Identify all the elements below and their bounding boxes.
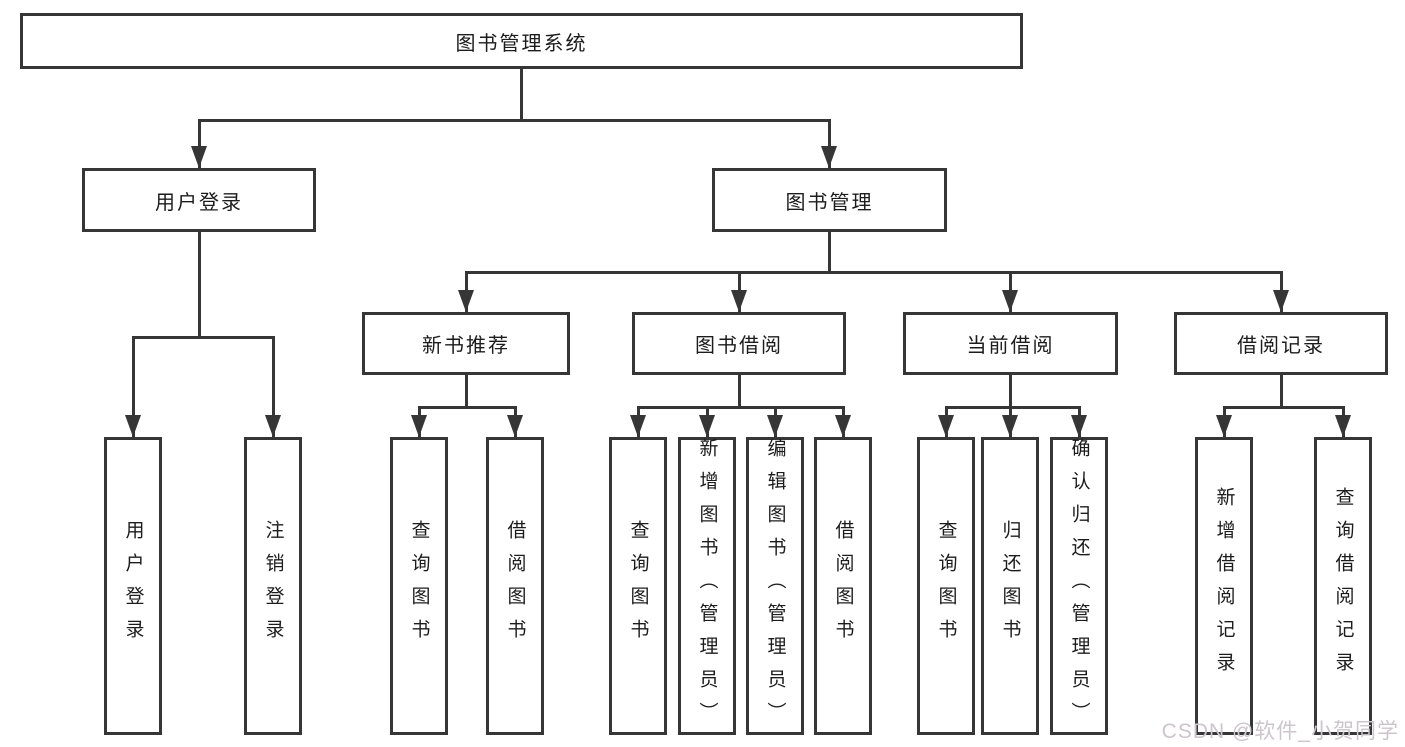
arrow-down-icon (1335, 415, 1351, 437)
leaf-label: 查询图书 (627, 520, 649, 652)
connector-line (132, 336, 135, 437)
leaf-borrow-book: 借阅图书 (814, 437, 872, 735)
leaf-label: 查询借阅记录 (1332, 487, 1354, 685)
connector-line (132, 336, 275, 339)
leaf-label: 借阅图书 (504, 520, 526, 652)
leaf-query-book-recommend: 查询图书 (390, 437, 448, 735)
connector-line (465, 271, 1282, 274)
connector-line (828, 232, 831, 273)
node-borrow-record: 借阅记录 (1174, 312, 1388, 375)
arrow-down-icon (731, 290, 747, 312)
arrow-down-icon (1071, 415, 1087, 437)
connector-line (1223, 406, 1345, 409)
leaf-label: 新增借阅记录 (1213, 487, 1235, 685)
connector-line (1009, 374, 1012, 407)
connector-line (520, 69, 523, 120)
arrow-down-icon (699, 415, 715, 437)
node-user-login-group: 用户登录 (82, 168, 316, 232)
node-book-borrow: 图书借阅 (632, 312, 846, 375)
connector-line (418, 406, 517, 409)
connector-line (272, 336, 275, 437)
leaf-label: 新增图书（管理员） (696, 437, 718, 735)
arrow-down-icon (630, 415, 646, 437)
node-root-library-system: 图书管理系统 (20, 13, 1023, 69)
arrow-down-icon (1273, 290, 1289, 312)
leaf-borrow-book-recommend: 借阅图书 (486, 437, 544, 735)
arrow-down-icon (411, 415, 427, 437)
arrow-down-icon (458, 290, 474, 312)
arrow-down-icon (1002, 415, 1018, 437)
connector-line (198, 232, 201, 336)
leaf-label: 确认归还（管理员） (1068, 437, 1090, 735)
node-current-borrow: 当前借阅 (903, 312, 1118, 375)
leaf-label: 注销登录 (262, 520, 284, 652)
leaf-query-book-current: 查询图书 (917, 437, 975, 735)
arrow-down-icon (938, 415, 954, 437)
arrow-down-icon (835, 415, 851, 437)
arrow-down-icon (265, 415, 281, 437)
leaf-label: 编辑图书（管理员） (764, 437, 786, 735)
leaf-return-book: 归还图书 (981, 437, 1039, 735)
leaf-add-borrow-record: 新增借阅记录 (1195, 437, 1253, 735)
arrow-down-icon (767, 415, 783, 437)
connector-line (198, 119, 831, 122)
leaf-user-login: 用户登录 (104, 437, 162, 735)
leaf-label: 查询图书 (408, 520, 430, 652)
arrow-down-icon (1216, 415, 1232, 437)
connector-line (828, 119, 831, 168)
connector-line (198, 119, 201, 168)
leaf-label: 借阅图书 (832, 520, 854, 652)
connector-line (637, 406, 845, 409)
arrow-down-icon (191, 146, 207, 168)
connector-line (738, 374, 741, 407)
arrow-down-icon (821, 146, 837, 168)
leaf-confirm-return-admin: 确认归还（管理员） (1050, 437, 1108, 735)
leaf-edit-book-admin: 编辑图书（管理员） (746, 437, 804, 735)
connector-line (1280, 374, 1283, 407)
leaf-query-borrow-record: 查询借阅记录 (1314, 437, 1372, 735)
arrow-down-icon (125, 415, 141, 437)
node-new-book-recommend: 新书推荐 (362, 312, 570, 375)
node-book-management: 图书管理 (712, 168, 947, 232)
leaf-query-book-borrow: 查询图书 (609, 437, 667, 735)
connector-line (945, 406, 1081, 409)
leaf-label: 查询图书 (935, 520, 957, 652)
leaf-label: 用户登录 (122, 520, 144, 652)
csdn-watermark: CSDN @软件_小贺同学 (1161, 720, 1399, 743)
leaf-add-book-admin: 新增图书（管理员） (678, 437, 736, 735)
leaf-logout: 注销登录 (244, 437, 302, 735)
connector-line (465, 374, 468, 407)
leaf-label: 归还图书 (999, 520, 1021, 652)
arrow-down-icon (1002, 290, 1018, 312)
arrow-down-icon (507, 415, 523, 437)
